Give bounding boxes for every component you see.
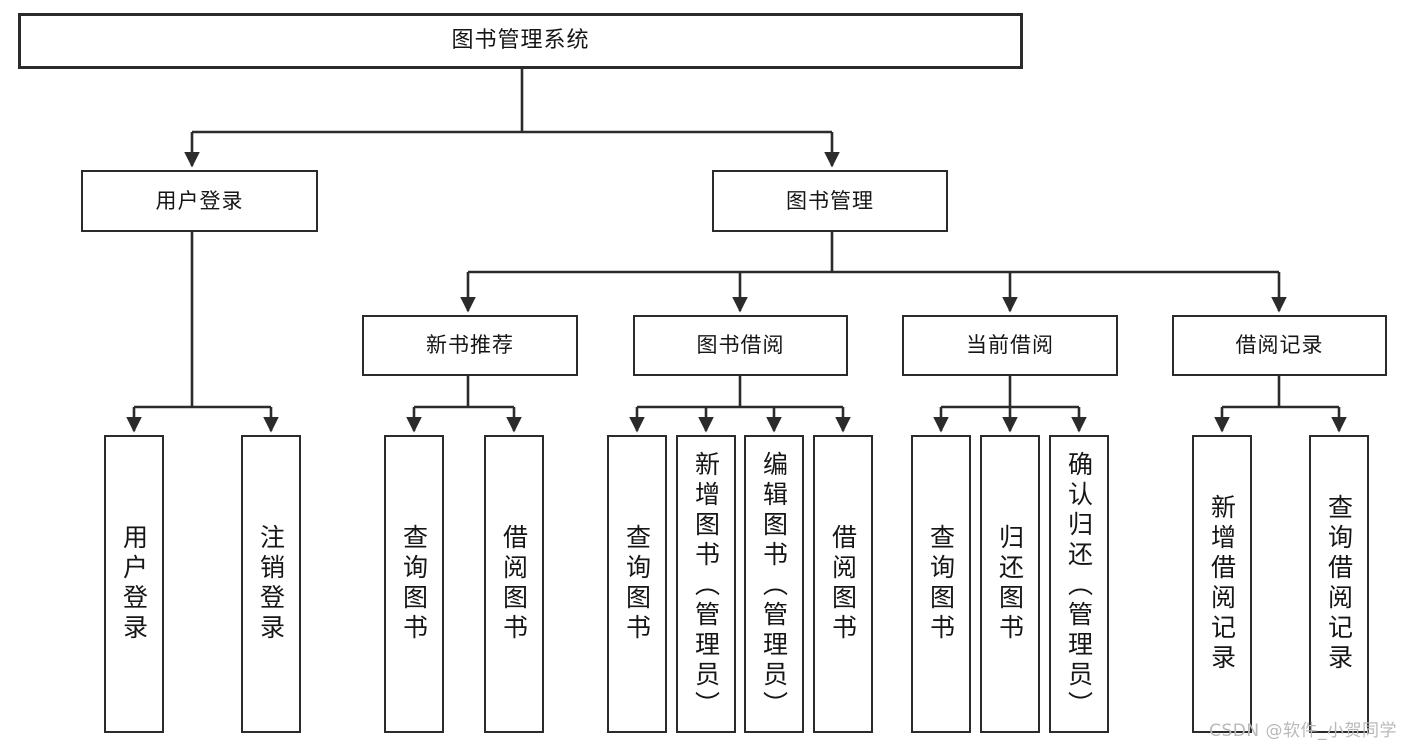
node-leaf-add-borrow-record[interactable]: 新增借阅记录: [1192, 435, 1252, 733]
node-label: 借阅图书: [828, 524, 858, 644]
node-label: 用户登录: [119, 524, 149, 644]
node-leaf-add-book-admin[interactable]: 新增图书（管理员）: [676, 435, 736, 733]
node-label: 借阅图书: [499, 524, 529, 644]
node-leaf-borrow-book[interactable]: 借阅图书: [813, 435, 873, 733]
node-leaf-query-book-recommend[interactable]: 查询图书: [384, 435, 444, 733]
node-label: 新增图书（管理员）: [691, 451, 721, 721]
node-user-login[interactable]: 用户登录: [81, 170, 318, 232]
node-label: 图书借阅: [696, 333, 785, 358]
node-leaf-borrow-book-recommend[interactable]: 借阅图书: [484, 435, 544, 733]
node-label: 注销登录: [256, 524, 286, 644]
watermark-csdn: CSDN @软件_小贺同学: [1209, 721, 1397, 741]
node-label: 查询借阅记录: [1324, 494, 1354, 674]
node-label: 确认归还（管理员）: [1064, 451, 1094, 721]
node-leaf-query-book-borrow[interactable]: 查询图书: [607, 435, 667, 733]
node-label: 查询图书: [399, 524, 429, 644]
node-borrow-record[interactable]: 借阅记录: [1172, 315, 1387, 376]
node-leaf-user-login[interactable]: 用户登录: [104, 435, 164, 733]
node-leaf-confirm-return-admin[interactable]: 确认归还（管理员）: [1049, 435, 1109, 733]
node-root-book-management-system[interactable]: 图书管理系统: [18, 13, 1023, 69]
node-label: 借阅记录: [1235, 333, 1324, 358]
node-label: 新书推荐: [426, 333, 514, 358]
node-label: 图书管理: [786, 188, 874, 213]
node-book-management[interactable]: 图书管理: [712, 170, 948, 232]
node-current-borrow[interactable]: 当前借阅: [902, 315, 1118, 376]
node-label: 编辑图书（管理员）: [759, 451, 789, 721]
node-label: 查询图书: [622, 524, 652, 644]
node-book-borrow[interactable]: 图书借阅: [633, 315, 848, 376]
node-label: 新增借阅记录: [1207, 494, 1237, 674]
node-label: 查询图书: [926, 524, 956, 644]
node-leaf-query-book-current[interactable]: 查询图书: [911, 435, 971, 733]
node-leaf-logout[interactable]: 注销登录: [241, 435, 301, 733]
node-leaf-edit-book-admin[interactable]: 编辑图书（管理员）: [744, 435, 804, 733]
node-label: 当前借阅: [966, 333, 1054, 358]
node-leaf-query-borrow-record[interactable]: 查询借阅记录: [1309, 435, 1369, 733]
node-new-book-recommend[interactable]: 新书推荐: [362, 315, 578, 376]
node-leaf-return-book[interactable]: 归还图书: [980, 435, 1040, 733]
node-label: 归还图书: [995, 524, 1025, 644]
node-label: 用户登录: [155, 188, 244, 213]
node-label: 图书管理系统: [451, 28, 590, 54]
